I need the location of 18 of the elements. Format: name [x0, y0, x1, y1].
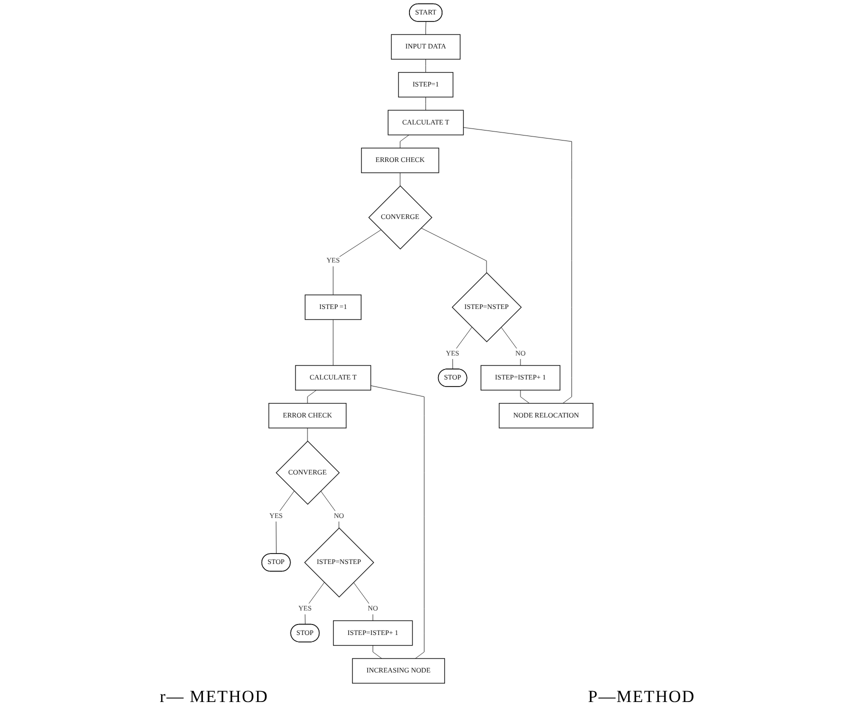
connector: [333, 230, 382, 296]
connector: [520, 390, 530, 404]
connector: [307, 390, 317, 404]
connector: [307, 428, 308, 442]
connector: [320, 490, 340, 528]
connector: [372, 645, 382, 659]
connector: [452, 326, 472, 370]
connector: [420, 228, 487, 273]
method-caption: r— METHOD: [160, 687, 268, 708]
connector: [333, 319, 334, 366]
connector: [276, 490, 295, 554]
connector: [463, 127, 572, 404]
connector: [400, 134, 410, 148]
connector: [353, 582, 374, 621]
connector: [304, 582, 325, 625]
connector: [500, 326, 521, 366]
connector: [370, 385, 425, 659]
method-caption: P—METHOD: [588, 687, 696, 708]
